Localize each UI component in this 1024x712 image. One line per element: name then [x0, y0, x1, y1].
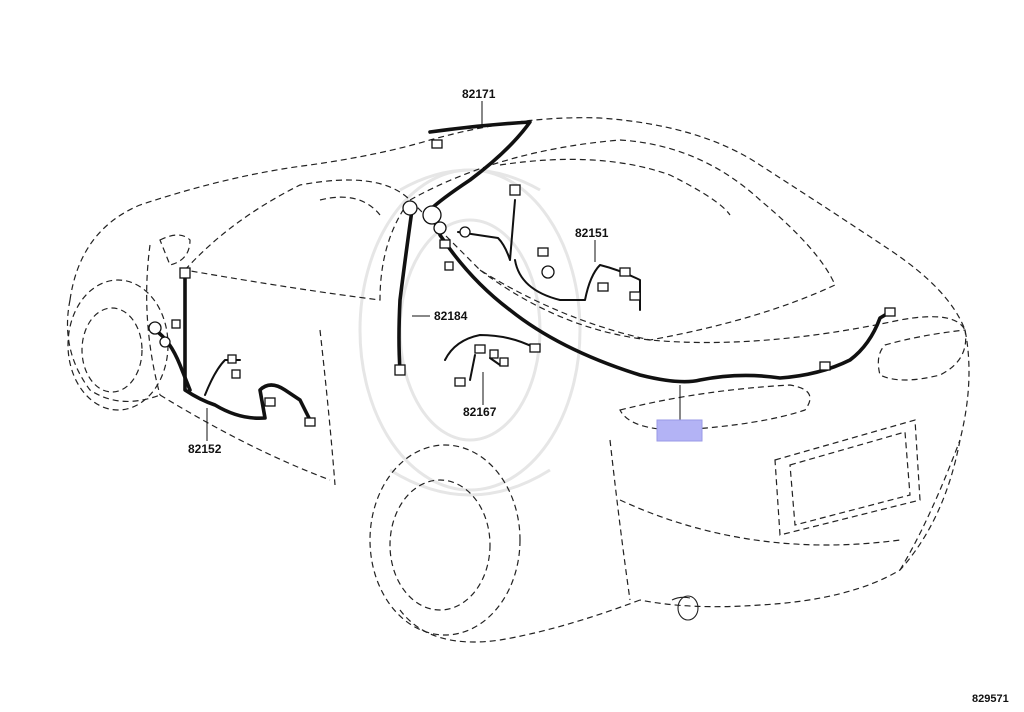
harness-main-rear — [422, 205, 896, 384]
part-label-82167[interactable]: 82167 — [463, 405, 497, 419]
leader-lines — [206, 101, 681, 441]
harness-82184 — [394, 200, 418, 376]
harness-82152 — [148, 267, 316, 427]
car-body-outline — [67, 117, 970, 643]
part-label-82151[interactable]: 82151 — [575, 226, 609, 240]
catalog-number: 829571 — [972, 693, 1009, 705]
harness-82167 — [444, 334, 541, 387]
harness-82171 — [428, 120, 532, 212]
harness-82151 — [457, 184, 641, 311]
part-label-82171[interactable]: 82171 — [462, 87, 496, 101]
highlighted-part[interactable] — [656, 419, 703, 442]
part-label-82152[interactable]: 82152 — [188, 442, 222, 456]
part-label-82184[interactable]: 82184 — [434, 309, 468, 323]
watermark-emblem — [358, 168, 582, 497]
